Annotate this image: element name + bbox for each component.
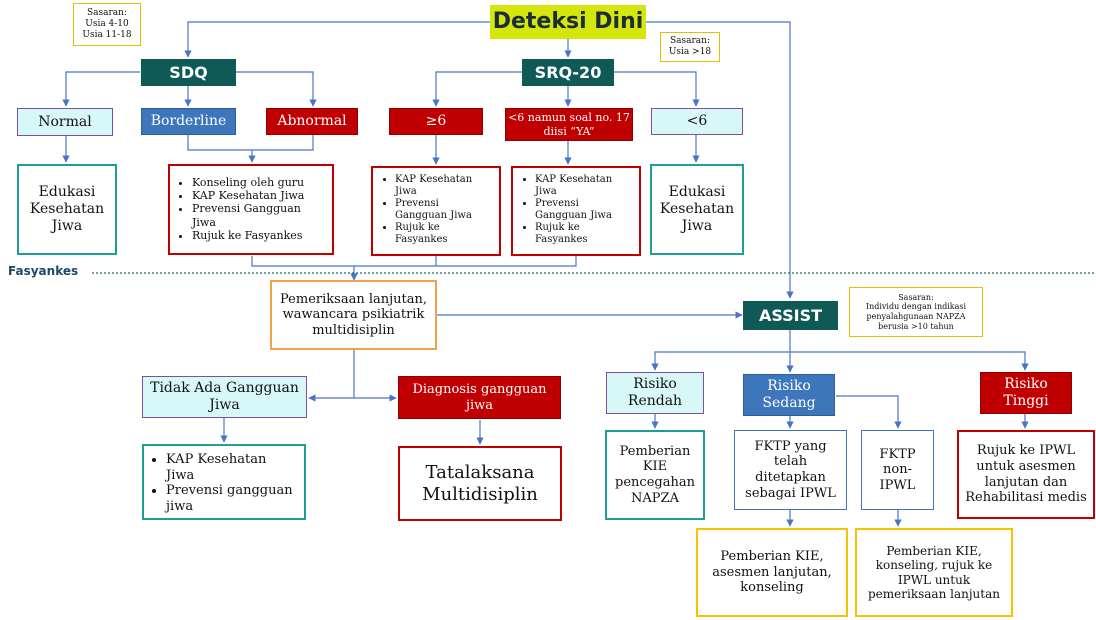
lt6-yes-label: <6 namun soal no. 17 diisi “YA” — [508, 111, 630, 138]
srq-lt6-action: Edukasi Kesehatan Jiwa — [650, 164, 744, 255]
sasaran-label: Sasaran: — [898, 292, 934, 302]
borderline-label: Borderline — [150, 113, 227, 130]
srq-lt6-yes: <6 namun soal no. 17 diisi “YA” — [505, 108, 633, 141]
sasaran-label: Sasaran: — [86, 8, 127, 19]
rendah-action: Pemberian KIE pencegahan NAPZA — [605, 430, 705, 520]
sasaran-note-left: Sasaran: Usia 4-10 Usia 11-18 — [73, 3, 141, 46]
list-item: Konseling oleh guru — [192, 176, 326, 189]
list-item: Prevensi Gangguan Jiwa — [192, 202, 326, 228]
srq-lt6: <6 — [651, 108, 743, 135]
sasaran-label: Sasaran: — [669, 36, 710, 47]
srq-node: SRQ-20 — [522, 59, 614, 86]
list-item: KAP Kesehatan Jiwa — [535, 174, 633, 198]
pemeriksaan-text: Pemeriksaan lanjutan, wawancara psikiatr… — [280, 291, 427, 338]
action-list: KAP Kesehatan Jiwa Prevensi gangguan jiw… — [150, 452, 298, 514]
sasaran-text: Individu dengan indikasi — [865, 302, 967, 312]
assist-label: ASSIST — [758, 305, 823, 325]
title-deteksi-dini: Deteksi Dini — [490, 5, 646, 39]
diagnosis-gangguan: Diagnosis gangguan jiwa — [398, 376, 561, 419]
sasaran-age: Usia 4-10 — [85, 19, 129, 30]
sedang-text: Risiko Sedang — [762, 378, 816, 411]
list-item: Prevensi Gangguan Jiwa — [395, 198, 493, 222]
sdq-normal-action: Edukasi Kesehatan Jiwa — [17, 164, 117, 255]
sdq-abnormal-actions: Konseling oleh guru KAP Kesehatan Jiwa P… — [168, 164, 334, 255]
action-text: Pemberian KIE, konseling, rujuk ke IPWL … — [868, 543, 1000, 601]
assist-node: ASSIST — [743, 301, 838, 330]
list-item: Rujuk ke Fasyankes — [192, 229, 326, 242]
rendah-text: Risiko Rendah — [627, 376, 683, 409]
list-item: Rujuk ke Fasyankes — [535, 222, 633, 246]
list-item: KAP Kesehatan Jiwa — [166, 452, 298, 483]
action-text: Pemberian KIE, asesmen lanjutan, konseli… — [712, 549, 832, 596]
fktp-ipwl: FKTP yang telah ditetapkan sebagai IPWL — [734, 430, 847, 510]
sdq-label: SDQ — [169, 62, 208, 82]
tatalaksana-box: Tatalaksana Multidisiplin — [398, 446, 562, 521]
title-text: Deteksi Dini — [492, 8, 644, 34]
fktp-non-ipwl: FKTP non-IPWL — [861, 430, 934, 510]
risiko-tinggi: Risiko Tinggi — [980, 372, 1072, 414]
action-text: Pemberian KIE pencegahan NAPZA — [615, 443, 695, 506]
sdq-normal: Normal — [17, 108, 113, 136]
tidak-ada-actions: KAP Kesehatan Jiwa Prevensi gangguan jiw… — [142, 444, 306, 520]
ipwl-action: Pemberian KIE, asesmen lanjutan, konseli… — [696, 528, 848, 617]
sdq-abnormal: Abnormal — [266, 108, 358, 135]
sdq-node: SDQ — [141, 59, 236, 86]
srq-label: SRQ-20 — [534, 62, 602, 82]
abnormal-label: Abnormal — [277, 113, 347, 130]
action-text: Edukasi Kesehatan Jiwa — [29, 184, 105, 234]
fktp-non-text: FKTP non-IPWL — [879, 446, 916, 493]
sasaran-text: berusia >10 tahun — [878, 321, 954, 331]
srq-ge6: ≥6 — [389, 108, 483, 135]
normal-label: Normal — [38, 113, 92, 130]
pemeriksaan-box: Pemeriksaan lanjutan, wawancara psikiatr… — [270, 280, 437, 350]
tinggi-text: Risiko Tinggi — [1003, 376, 1049, 409]
tidak-ada-gangguan: Tidak Ada Gangguan Jiwa — [142, 376, 307, 418]
sasaran-note-mid: Sasaran: Usia >18 — [660, 32, 720, 62]
action-list: KAP Kesehatan Jiwa Prevensi Gangguan Jiw… — [379, 174, 493, 246]
list-item: KAP Kesehatan Jiwa — [395, 174, 493, 198]
sasaran-age: Usia 11-18 — [82, 29, 132, 40]
fasyankes-text: Fasyankes — [8, 264, 79, 278]
action-text: Edukasi Kesehatan Jiwa — [659, 184, 735, 234]
srq-lt6-yes-actions: KAP Kesehatan Jiwa Prevensi Gangguan Jiw… — [511, 166, 641, 256]
tatalaksana-text: Tatalaksana Multidisiplin — [422, 461, 538, 505]
list-item: Prevensi gangguan jiwa — [166, 483, 298, 514]
fasyankes-label: Fasyankes — [8, 264, 78, 278]
list-item: Rujuk ke Fasyankes — [395, 222, 493, 246]
ge6-label: ≥6 — [425, 113, 447, 130]
fktp-ipwl-text: FKTP yang telah ditetapkan sebagai IPWL — [745, 438, 836, 501]
sdq-borderline: Borderline — [141, 108, 236, 135]
non-ipwl-action: Pemberian KIE, konseling, rujuk ke IPWL … — [855, 528, 1013, 617]
list-item: KAP Kesehatan Jiwa — [192, 189, 326, 202]
sasaran-note-right: Sasaran: Individu dengan indikasi penyal… — [849, 287, 983, 337]
action-text: Rujuk ke IPWL untuk asesmen lanjutan dan… — [965, 443, 1087, 506]
risiko-rendah: Risiko Rendah — [606, 372, 704, 414]
action-list: Konseling oleh guru KAP Kesehatan Jiwa P… — [176, 176, 326, 242]
lt6-label: <6 — [686, 113, 708, 130]
risiko-sedang: Risiko Sedang — [743, 374, 835, 416]
sasaran-age: Usia >18 — [668, 47, 712, 57]
diagnosis-text: Diagnosis gangguan jiwa — [412, 381, 547, 413]
srq-ge6-actions: KAP Kesehatan Jiwa Prevensi Gangguan Jiw… — [371, 166, 501, 256]
action-list: KAP Kesehatan Jiwa Prevensi Gangguan Jiw… — [519, 174, 633, 246]
sasaran-text: penyalahgunaan NAPZA — [866, 312, 966, 321]
tinggi-action: Rujuk ke IPWL untuk asesmen lanjutan dan… — [957, 430, 1095, 519]
tidak-ada-text: Tidak Ada Gangguan Jiwa — [150, 380, 299, 413]
list-item: Prevensi Gangguan Jiwa — [535, 198, 633, 222]
